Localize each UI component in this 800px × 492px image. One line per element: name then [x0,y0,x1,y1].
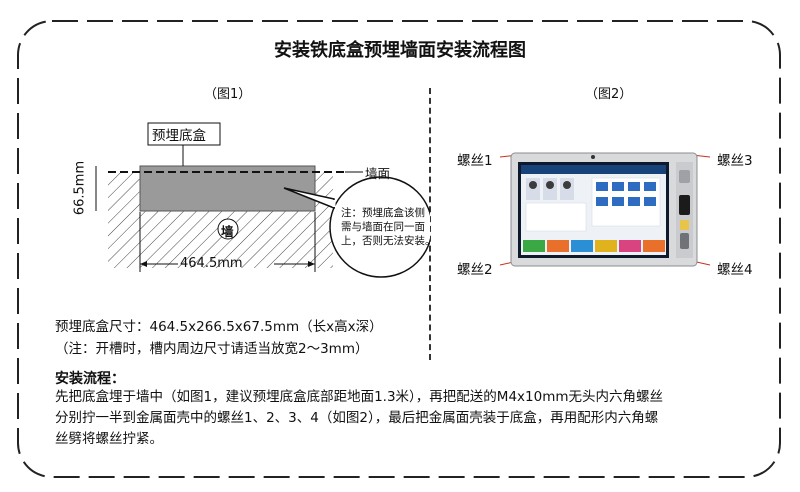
steps-line: 先把底盒埋于墙中（如图1，建议预埋底盒底部距地面1.3米），再把配送的M4x10… [55,389,664,405]
section-divider [429,88,431,360]
box-size-note: （注：开槽时，槽内周边尺寸请适当放宽2～3mm） [55,341,369,357]
width-dimension: 464.5mm [180,256,243,271]
screw-2-label: 螺丝2 [457,262,493,278]
page-title: 安装铁底盒预埋墙面安装流程图 [274,40,526,61]
wall-surface-label: 墙面 [365,166,391,181]
fig1-label: （图1） [204,87,252,102]
height-dimension: 66.5mm [72,160,88,216]
screw-3-label: 螺丝3 [717,153,753,169]
note-line: 注：预埋底盒该侧 [341,207,425,219]
install-note: 注：预埋底盒该侧 需与墙面在同一面 上，否则无法安装。 [341,206,436,248]
screw-1-label: 螺丝1 [457,153,493,169]
fig1-diagram [95,122,430,278]
fig2-label: （图2） [585,87,633,102]
steps-body: 先把底盒埋于墙中（如图1，建议预埋底盒底部距地面1.3米），再把配送的M4x10… [55,387,663,450]
box-size-line: 预埋底盒尺寸：464.5x266.5x67.5mm（长x高x深） [55,319,383,335]
steps-line: 分别拧一半到金属面壳中的螺丝1、2、3、4（如图2），最后把金属面壳装于底盒，再… [55,410,659,426]
steps-line: 丝劈将螺丝拧紧。 [55,431,163,447]
screw-4-label: 螺丝4 [717,262,753,278]
box-label: 预埋底盒 [152,128,206,144]
wall-label: 墙 [221,224,234,239]
note-line: 需与墙面在同一面 [341,221,425,233]
steps-title: 安装流程： [55,371,125,387]
note-line: 上，否则无法安装。 [341,235,436,247]
fig2-device [499,152,711,267]
